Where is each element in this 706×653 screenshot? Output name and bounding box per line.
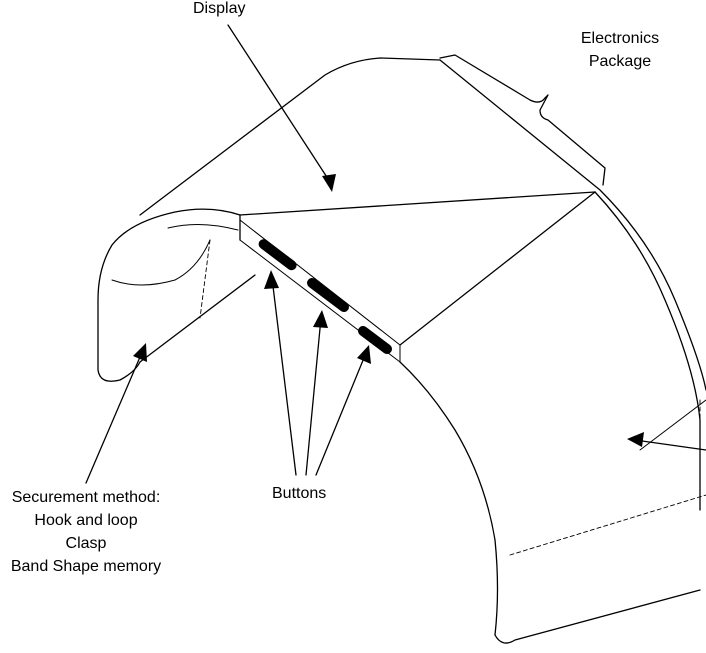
securement-label-line4: Band Shape memory xyxy=(0,555,172,578)
buttons-arrowhead-3 xyxy=(357,345,371,364)
button-1 xyxy=(257,237,299,272)
display-leader xyxy=(228,25,332,185)
electronics-label-line2: Package xyxy=(560,50,680,73)
display-right-edge xyxy=(400,192,595,345)
securement-arrowhead xyxy=(133,343,147,362)
securement-method-label: Securement method: Hook and loop Clasp B… xyxy=(0,486,172,578)
left-band-end xyxy=(98,209,240,381)
display-arrowhead xyxy=(322,174,336,192)
electronics-label-line1: Electronics xyxy=(560,27,680,50)
buttons-arrowhead-2 xyxy=(313,310,328,328)
right-band-bottom xyxy=(495,590,700,643)
band-right-leader xyxy=(635,440,706,450)
securement-label-line2: Hook and loop xyxy=(0,509,172,532)
button-3 xyxy=(356,324,394,356)
left-band-end-inner xyxy=(168,224,238,230)
band-right-top-edge xyxy=(440,60,706,390)
buttons-leader-3 xyxy=(316,353,366,475)
right-band-outer-edge xyxy=(595,192,700,510)
securement-label-line3: Clasp xyxy=(0,532,172,555)
display-label: Display xyxy=(193,0,245,20)
securement-leader xyxy=(86,350,143,483)
left-band-end-curve xyxy=(112,240,210,285)
right-band-inner-edge xyxy=(400,362,498,635)
buttons-arrowhead-1 xyxy=(264,270,279,289)
electronics-bracket xyxy=(440,55,605,185)
electronics-package-label: Electronics Package xyxy=(560,27,680,73)
left-band-dash xyxy=(200,240,210,318)
buttons-leader-1 xyxy=(272,278,296,475)
securement-label-line1: Securement method: xyxy=(0,486,172,509)
right-band-dash xyxy=(510,495,706,555)
band-front-top-edge xyxy=(240,192,595,215)
band-back-edge xyxy=(140,58,440,215)
band-right-arrowhead xyxy=(627,432,644,447)
left-band-bottom-edge xyxy=(140,275,255,362)
buttons-label: Buttons xyxy=(272,482,326,505)
buttons-leader-2 xyxy=(306,318,321,475)
